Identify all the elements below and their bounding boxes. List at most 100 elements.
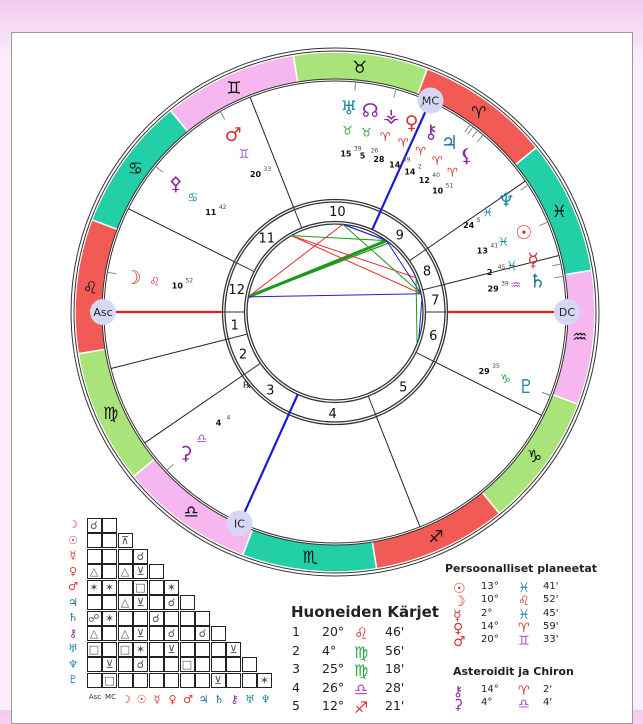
planet-degree: 29 [479,367,491,376]
aspect-cell [133,672,148,688]
planet-icon: ♀ [453,620,464,637]
angle-label-ic: IC [234,517,245,530]
house-cusp-line [110,339,227,369]
planet-icon: ♂ [453,634,466,651]
planet-tick [554,275,564,279]
mars-icon: ♂ [225,124,242,146]
zodiac-segment-11 [513,146,593,276]
planet-minute: 51 [446,182,454,189]
mercury-icon: ☿ [527,249,539,271]
cusp-minute: 18' [385,661,405,676]
planet-minute: 5 [477,217,481,224]
aspect-line [248,293,422,298]
aspect-grid-col-label: Asc [88,692,102,701]
asteroid-icon: ⚳ [453,697,464,714]
aspect-line [291,235,422,295]
zodiac-sign-icon: ♈ [471,103,486,123]
angle-axis-line [371,111,427,230]
aspect-grid-row-label: ☉ [68,533,78,547]
planet-minute: 2 [418,164,422,171]
cusp-minute: 21' [385,698,405,713]
aspect-cell [117,548,133,564]
asteroid-sign-icon: ♎ [518,697,530,713]
aspect-grid-row-label: ♂ [68,580,78,593]
planet-tick [471,129,478,138]
planet-minute: 45 [498,264,506,271]
house-cusp-line [435,361,542,416]
planet-tick [520,184,529,191]
north-node-icon: ☊ [362,100,379,122]
aspect-cell [102,517,117,533]
house-ring-divider [234,261,255,272]
planet-minute: 35 [492,363,500,370]
vesta-icon: ⚶ [383,105,399,127]
house-number: 8 [423,264,431,279]
planet-sign-icon: ♈ [518,620,530,636]
planet-tick [166,463,174,471]
aspect-cell [86,548,102,564]
aspect-cell [102,533,117,548]
planet-minute: 45' [543,607,559,619]
aspect-line [342,223,422,295]
aspect-cell [86,657,102,672]
planet-sign-icon: ♈ [447,166,458,180]
planet-minute: 52' [543,594,559,606]
aspect-cell: ☌ [133,657,148,672]
cusp-minute: 56' [385,642,405,658]
aspect-cell [179,641,195,657]
aspect-grid-col-label: MC [105,692,116,701]
aspect-cell [86,533,102,548]
aspect-cell [179,626,195,641]
zodiac-sign-icon: ♓ [552,202,567,222]
planet-minute: 41' [543,581,559,592]
house-ring-divider [293,207,303,229]
house-number: 3 [266,384,274,399]
aspect-cell [148,657,164,672]
aspect-cell: ✶ [102,610,117,626]
house-number: 1 [292,624,300,639]
aspect-cell: ⊻ [133,626,148,641]
planet-icon: ☿ [453,607,462,624]
planet-degree: 10 [432,186,444,195]
house-number: 1 [231,318,239,333]
planet-minute: 59 [403,157,411,164]
aspect-cell: ☍ [86,610,102,626]
aspect-cell: ✶ [102,579,117,595]
planet-minute: 59' [543,620,559,632]
asteroids-table: Asteroidit ja Chiron ⚷14°♈2'⚳4°♎4' [453,665,574,713]
aspect-line [248,223,344,298]
aspect-cell: ✶ [164,579,179,595]
aspect-cell [164,610,179,626]
house-ring-divider [409,247,428,262]
house-ring-divider [422,283,445,291]
planet-sign-icon: ♊ [518,634,530,650]
asteroid-degree: 4° [481,697,493,709]
aspect-cell [102,626,117,641]
planet-degree: 24 [463,221,475,230]
planet-minute: 52 [185,277,193,284]
house-number: 4 [292,679,300,695]
house-cusp-line [375,416,421,527]
aspect-cell: ⊻ [226,641,241,657]
aspect-cell: ✶ [257,672,272,688]
zodiac-sign-icon: ♏ [303,548,318,568]
zodiac-sign-icon: ♐ [428,527,443,547]
house-number: 6 [429,329,437,344]
aspect-cell [241,657,257,672]
aspect-cell: ⊻ [133,564,148,579]
aspect-grid-row-label: ☽ [68,518,78,531]
lilith-icon: ⚸ [460,145,474,167]
planet-sign-icon: ♒ [510,278,521,292]
planet-degree: 13 [477,247,488,256]
angle-label-mc: MC [422,95,439,108]
planet-sign-icon: ♓ [518,581,530,596]
aspect-cell [117,579,133,595]
planet-degree: 12 [419,176,430,185]
aspect-grid-row-label: ☿ [69,549,77,562]
aspect-grid-col-label: ☿ [153,692,161,706]
aspect-grid-row-label: ♆ [68,657,78,671]
retrograde-marker: ℞ [243,381,251,391]
aspect-cell: □ [133,579,148,595]
aspect-cell [195,672,210,688]
angle-marker [554,299,580,325]
